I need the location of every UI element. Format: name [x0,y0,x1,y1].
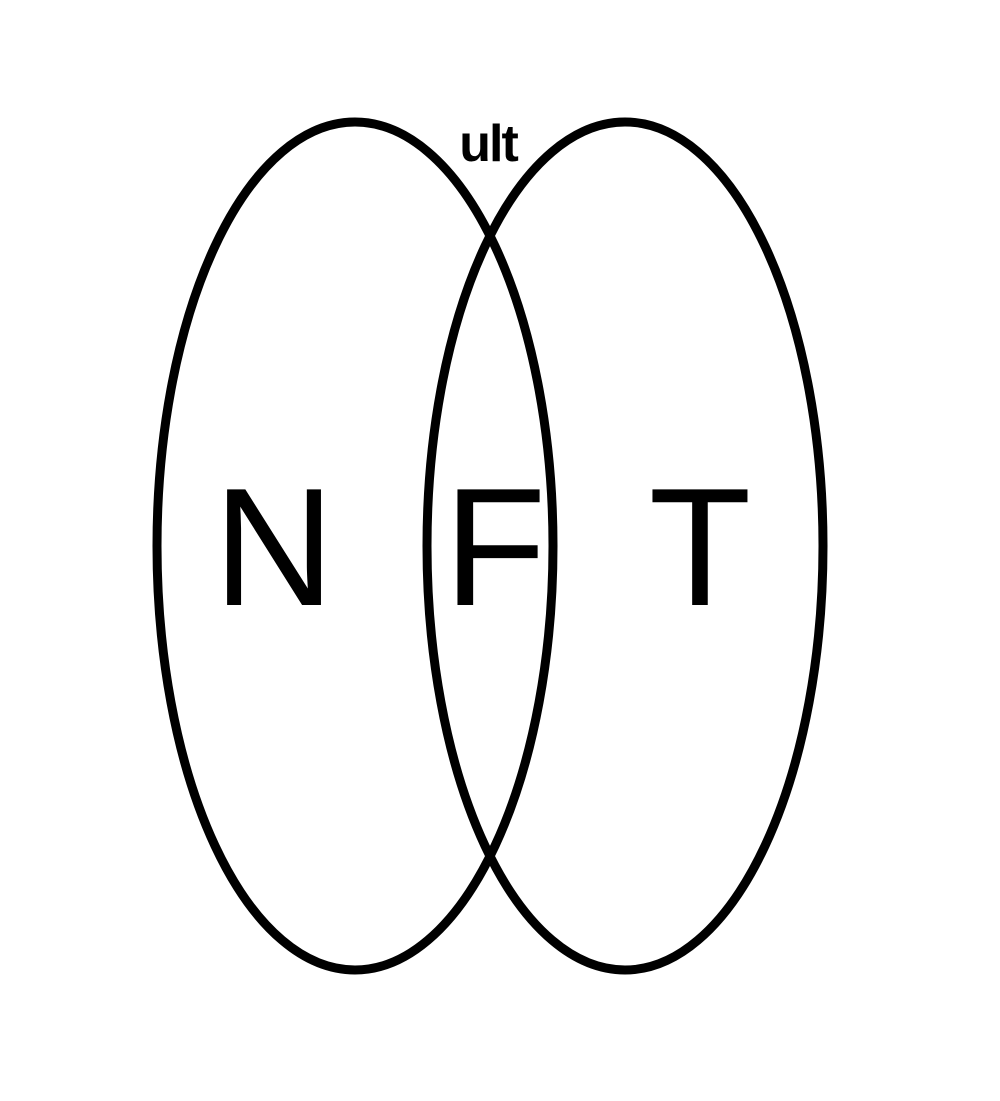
left-ellipse [152,117,558,975]
right-ellipse [422,117,828,975]
top-label: ult [459,115,518,173]
left-set-letter: N [213,453,334,641]
right-set-letter: T [649,453,752,641]
intersection-letter: F [444,453,547,641]
